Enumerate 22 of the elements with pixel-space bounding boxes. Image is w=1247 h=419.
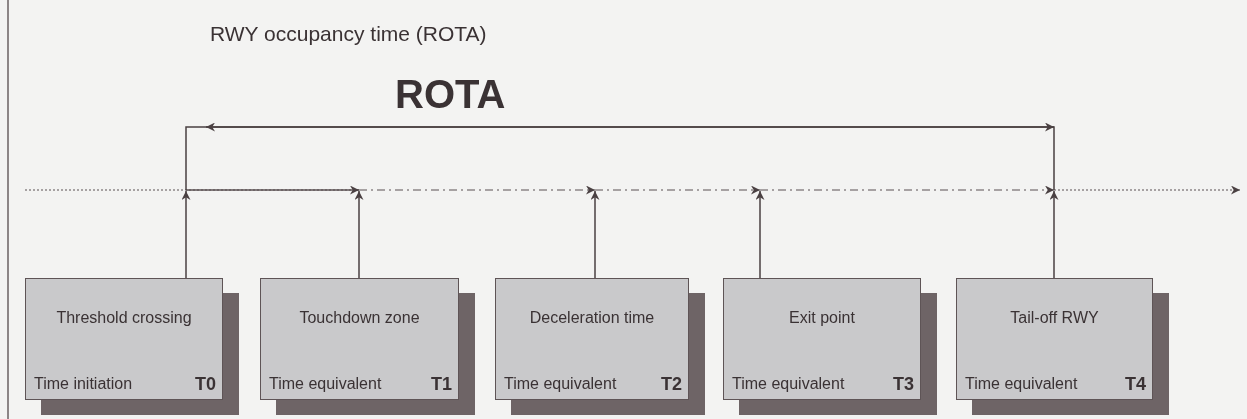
box-heading: Exit point	[788, 308, 856, 328]
time-label: Time equivalent	[269, 375, 382, 393]
time-label: Time equivalent	[732, 375, 845, 393]
arrow	[590, 190, 600, 279]
time-code: T3	[893, 374, 914, 395]
arrow	[354, 190, 364, 279]
arrow	[755, 190, 765, 279]
heading-label: ROTA	[395, 72, 506, 117]
time-code: T4	[1125, 374, 1146, 395]
time-label: Time equivalent	[965, 375, 1078, 393]
time-label: Time equivalent	[504, 375, 617, 393]
box-heading: Deceleration time	[528, 308, 656, 328]
diagram-title: RWY occupancy time (ROTA)	[210, 22, 487, 46]
time-label: Time initiation	[34, 375, 133, 393]
box-heading: Tail-off RWY	[1009, 308, 1100, 328]
arrow	[181, 190, 191, 279]
box-heading: Threshold crossing	[55, 308, 193, 328]
arrow	[1049, 190, 1059, 279]
time-code: T2	[661, 374, 682, 395]
time-code: T0	[195, 374, 216, 395]
box-heading: Touchdown zone	[298, 308, 421, 328]
time-code: T1	[431, 374, 452, 395]
